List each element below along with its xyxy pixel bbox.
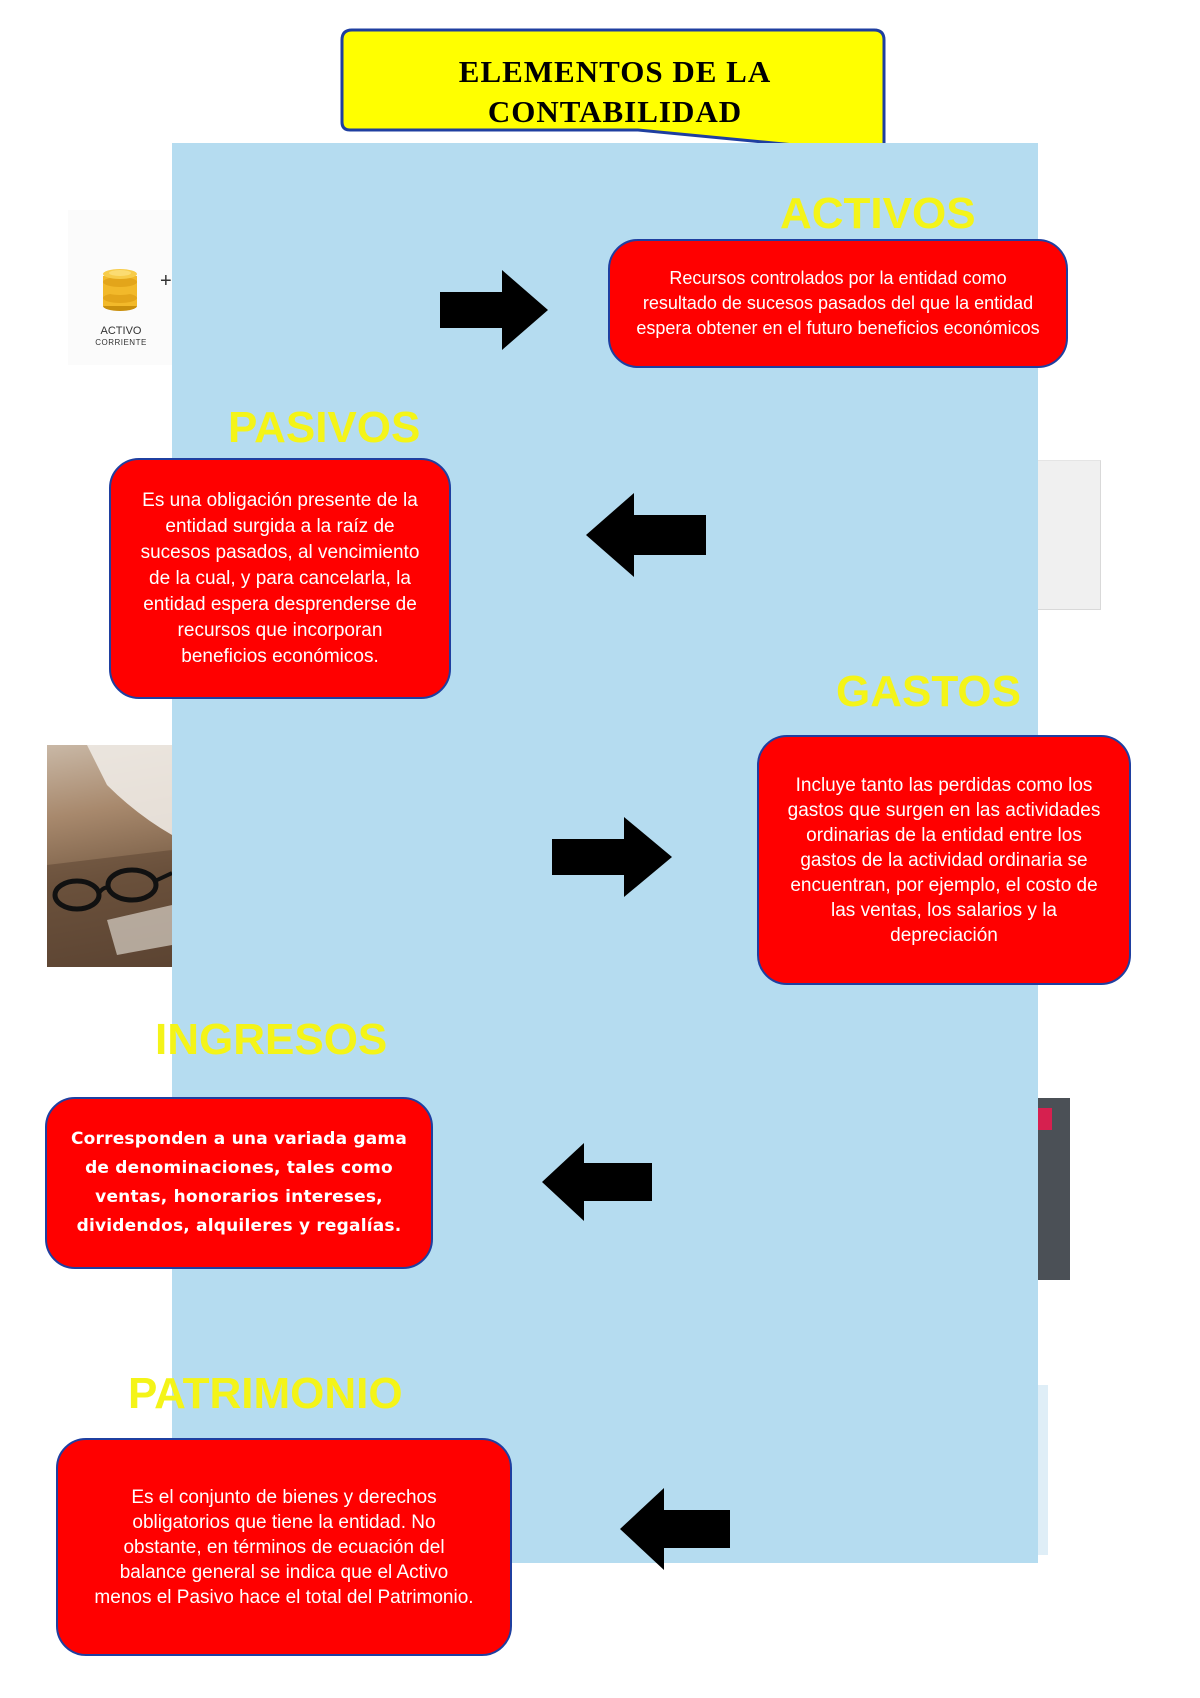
activos-heading: ACTIVOS <box>780 189 976 238</box>
activo-label: ACTIVO <box>100 325 142 337</box>
activos-definition-box: Recursos controlados por la entidad como… <box>608 239 1068 368</box>
pale-picture-fragment <box>1038 1385 1048 1555</box>
pasivos-definition-text: Es una obligación presente de la entidad… <box>140 489 420 667</box>
gastos-definition-box: Incluye tanto las perdidas como los gast… <box>757 735 1131 985</box>
activo-corriente-label: ACTIVO CORRIENTE <box>86 326 156 348</box>
glasses-photo <box>47 745 172 967</box>
page-title: ELEMENTOS DE LA CONTABILIDAD <box>400 52 830 132</box>
plus-sign: + <box>160 270 172 292</box>
left-arrow-icon <box>586 493 706 577</box>
gold-coins-icon <box>103 269 137 311</box>
right-arrow-icon <box>552 817 672 897</box>
patrimonio-definition-text: Es el conjunto de bienes y derechos obli… <box>94 1486 474 1608</box>
left-arrow-icon <box>542 1143 652 1221</box>
patrimonio-heading: PATRIMONIO <box>128 1369 403 1418</box>
ingresos-definition-box: Corresponden a una variada gama de denom… <box>45 1097 433 1269</box>
patrimonio-definition-box: Es el conjunto de bienes y derechos obli… <box>56 1438 512 1656</box>
title-callout-shape <box>340 28 886 155</box>
title-line-2: CONTABILIDAD <box>487 94 743 129</box>
gray-picture-fragment <box>1038 460 1101 610</box>
title-line-1: ELEMENTOS DE LA <box>458 54 772 89</box>
corriente-label: CORRIENTE <box>95 338 147 347</box>
ingresos-heading: INGRESOS <box>155 1015 388 1064</box>
left-arrow-icon <box>620 1488 730 1570</box>
ingresos-definition-text: Corresponden a una variada gama de denom… <box>70 1129 408 1236</box>
pasivos-definition-box: Es una obligación presente de la entidad… <box>109 458 451 699</box>
pasivos-heading: PASIVOS <box>228 403 421 452</box>
right-arrow-icon <box>440 270 548 350</box>
pink-accent-fragment <box>1038 1108 1052 1130</box>
activos-definition-text: Recursos controlados por la entidad como… <box>636 268 1040 338</box>
gastos-definition-text: Incluye tanto las perdidas como los gast… <box>787 774 1101 946</box>
gastos-heading: GASTOS <box>836 667 1022 716</box>
glasses-icon <box>47 745 172 967</box>
